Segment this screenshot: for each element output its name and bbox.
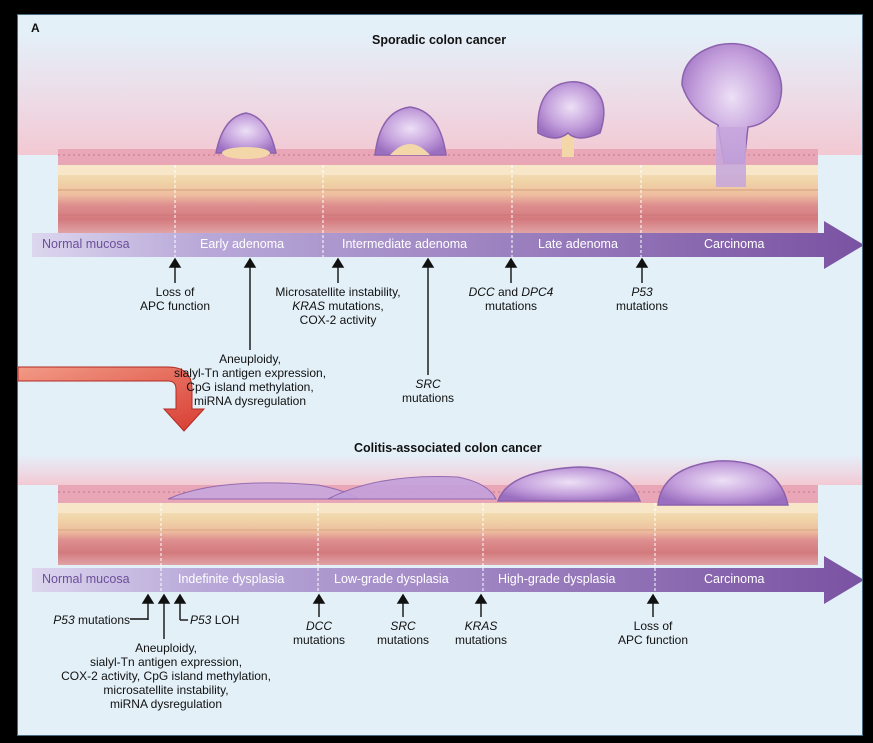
p53-gene-line: P53: [602, 285, 682, 299]
src-gene: SRC: [415, 377, 440, 391]
sporadic-tissue: [58, 149, 818, 233]
dcc-mutations: mutations: [284, 633, 354, 647]
msi-line2-text: mutations,: [328, 299, 383, 313]
src-mutations: mutations: [388, 391, 468, 405]
event-src: SRC mutations: [388, 377, 468, 405]
event-aneuploidy: Aneuploidy, sialyl-Tn antigen expression…: [160, 352, 340, 408]
stage-low-grade-dysplasia: Low-grade dysplasia: [334, 572, 449, 586]
p53-loh: LOH: [215, 613, 240, 627]
event-colitis-aneuploidy: Aneuploidy, sialyl-Tn antigen expression…: [46, 641, 286, 711]
src-gene-line: SRC: [388, 377, 468, 391]
event-p53-mutations: P53 mutations: [20, 613, 130, 627]
stage-indefinite-dysplasia: Indefinite dysplasia: [178, 572, 284, 586]
event-loss-apc-line2: APC function: [130, 299, 220, 313]
c-aneuploidy-line1: Aneuploidy,: [46, 641, 286, 655]
c-aneuploidy-line2: sialyl-Tn antigen expression,: [46, 655, 286, 669]
kras-gene: KRAS: [292, 299, 325, 313]
aneuploidy-line1: Aneuploidy,: [160, 352, 340, 366]
p53-mutations: mutations: [602, 299, 682, 313]
dcc-gene-line: DCC: [284, 619, 354, 633]
illustration: [18, 15, 863, 736]
colitis-title: Colitis-associated colon cancer: [354, 441, 542, 455]
stage-carcinoma: Carcinoma: [704, 237, 764, 251]
src-gene-2: SRC: [390, 619, 415, 633]
event-kras: KRAS mutations: [446, 619, 516, 647]
dcc-line1: DCC and DPC4: [446, 285, 576, 299]
colitis-stage-labels: Normal mucosa Indefinite dysplasia Low-g…: [18, 572, 863, 588]
kras-gene-2: KRAS: [465, 619, 498, 633]
dpc4-gene: DPC4: [521, 285, 553, 299]
aneuploidy-line4: miRNA dysregulation: [160, 394, 340, 408]
stage-early-adenoma: Early adenoma: [200, 237, 284, 251]
panel-letter: A: [31, 21, 40, 35]
c-aneuploidy-line5: miRNA dysregulation: [46, 697, 286, 711]
kras-gene-line: KRAS: [446, 619, 516, 633]
event-src-2: SRC mutations: [368, 619, 438, 647]
stage-carcinoma-2: Carcinoma: [704, 572, 764, 586]
event-dcc-dpc4: DCC and DPC4 mutations: [446, 285, 576, 313]
event-msi: Microsatellite instability, KRAS mutatio…: [253, 285, 423, 327]
msi-line1: Microsatellite instability,: [253, 285, 423, 299]
stage-high-grade-dysplasia: High-grade dysplasia: [498, 572, 615, 586]
sporadic-title: Sporadic colon cancer: [372, 33, 506, 47]
event-p53-loh: P53 LOH: [190, 613, 270, 627]
src-gene-line-2: SRC: [368, 619, 438, 633]
stage-normal-mucosa-2: Normal mucosa: [42, 572, 130, 586]
c-aneuploidy-line3: COX-2 activity, CpG island methylation,: [46, 669, 286, 683]
stage-late-adenoma: Late adenoma: [538, 237, 618, 251]
event-p53: P53 mutations: [602, 285, 682, 313]
c-aneuploidy-line4: microsatellite instability,: [46, 683, 286, 697]
aneuploidy-line2: sialyl-Tn antigen expression,: [160, 366, 340, 380]
dcc-gene-2: DCC: [306, 619, 332, 633]
kras-mutations: mutations: [446, 633, 516, 647]
src-mutations-2: mutations: [368, 633, 438, 647]
loss-apc-line2: APC function: [608, 633, 698, 647]
event-loss-apc: Loss of APC function: [130, 285, 220, 313]
p53-loh-gene: P53: [190, 613, 211, 627]
p53-gene: P53: [631, 285, 652, 299]
event-loss-apc-line1: Loss of: [130, 285, 220, 299]
aneuploidy-line3: CpG island methylation,: [160, 380, 340, 394]
dcc-gene: DCC: [469, 285, 495, 299]
dcc-line2: mutations: [446, 299, 576, 313]
stage-normal-mucosa: Normal mucosa: [42, 237, 130, 251]
sporadic-stage-labels: Normal mucosa Early adenoma Intermediate…: [18, 237, 863, 253]
loss-apc-line1: Loss of: [608, 619, 698, 633]
msi-line2: KRAS mutations,: [253, 299, 423, 313]
stage-intermediate-adenoma: Intermediate adenoma: [342, 237, 467, 251]
p53-gene-2: P53: [53, 613, 74, 627]
figure-panel: A Sporadic colon cancer Normal mucosa Ea…: [17, 14, 863, 736]
p53-mutations-2: mutations: [78, 613, 130, 627]
msi-line3: COX-2 activity: [253, 313, 423, 327]
event-loss-apc-2: Loss of APC function: [608, 619, 698, 647]
event-dcc: DCC mutations: [284, 619, 354, 647]
dcc-and: and: [498, 285, 518, 299]
